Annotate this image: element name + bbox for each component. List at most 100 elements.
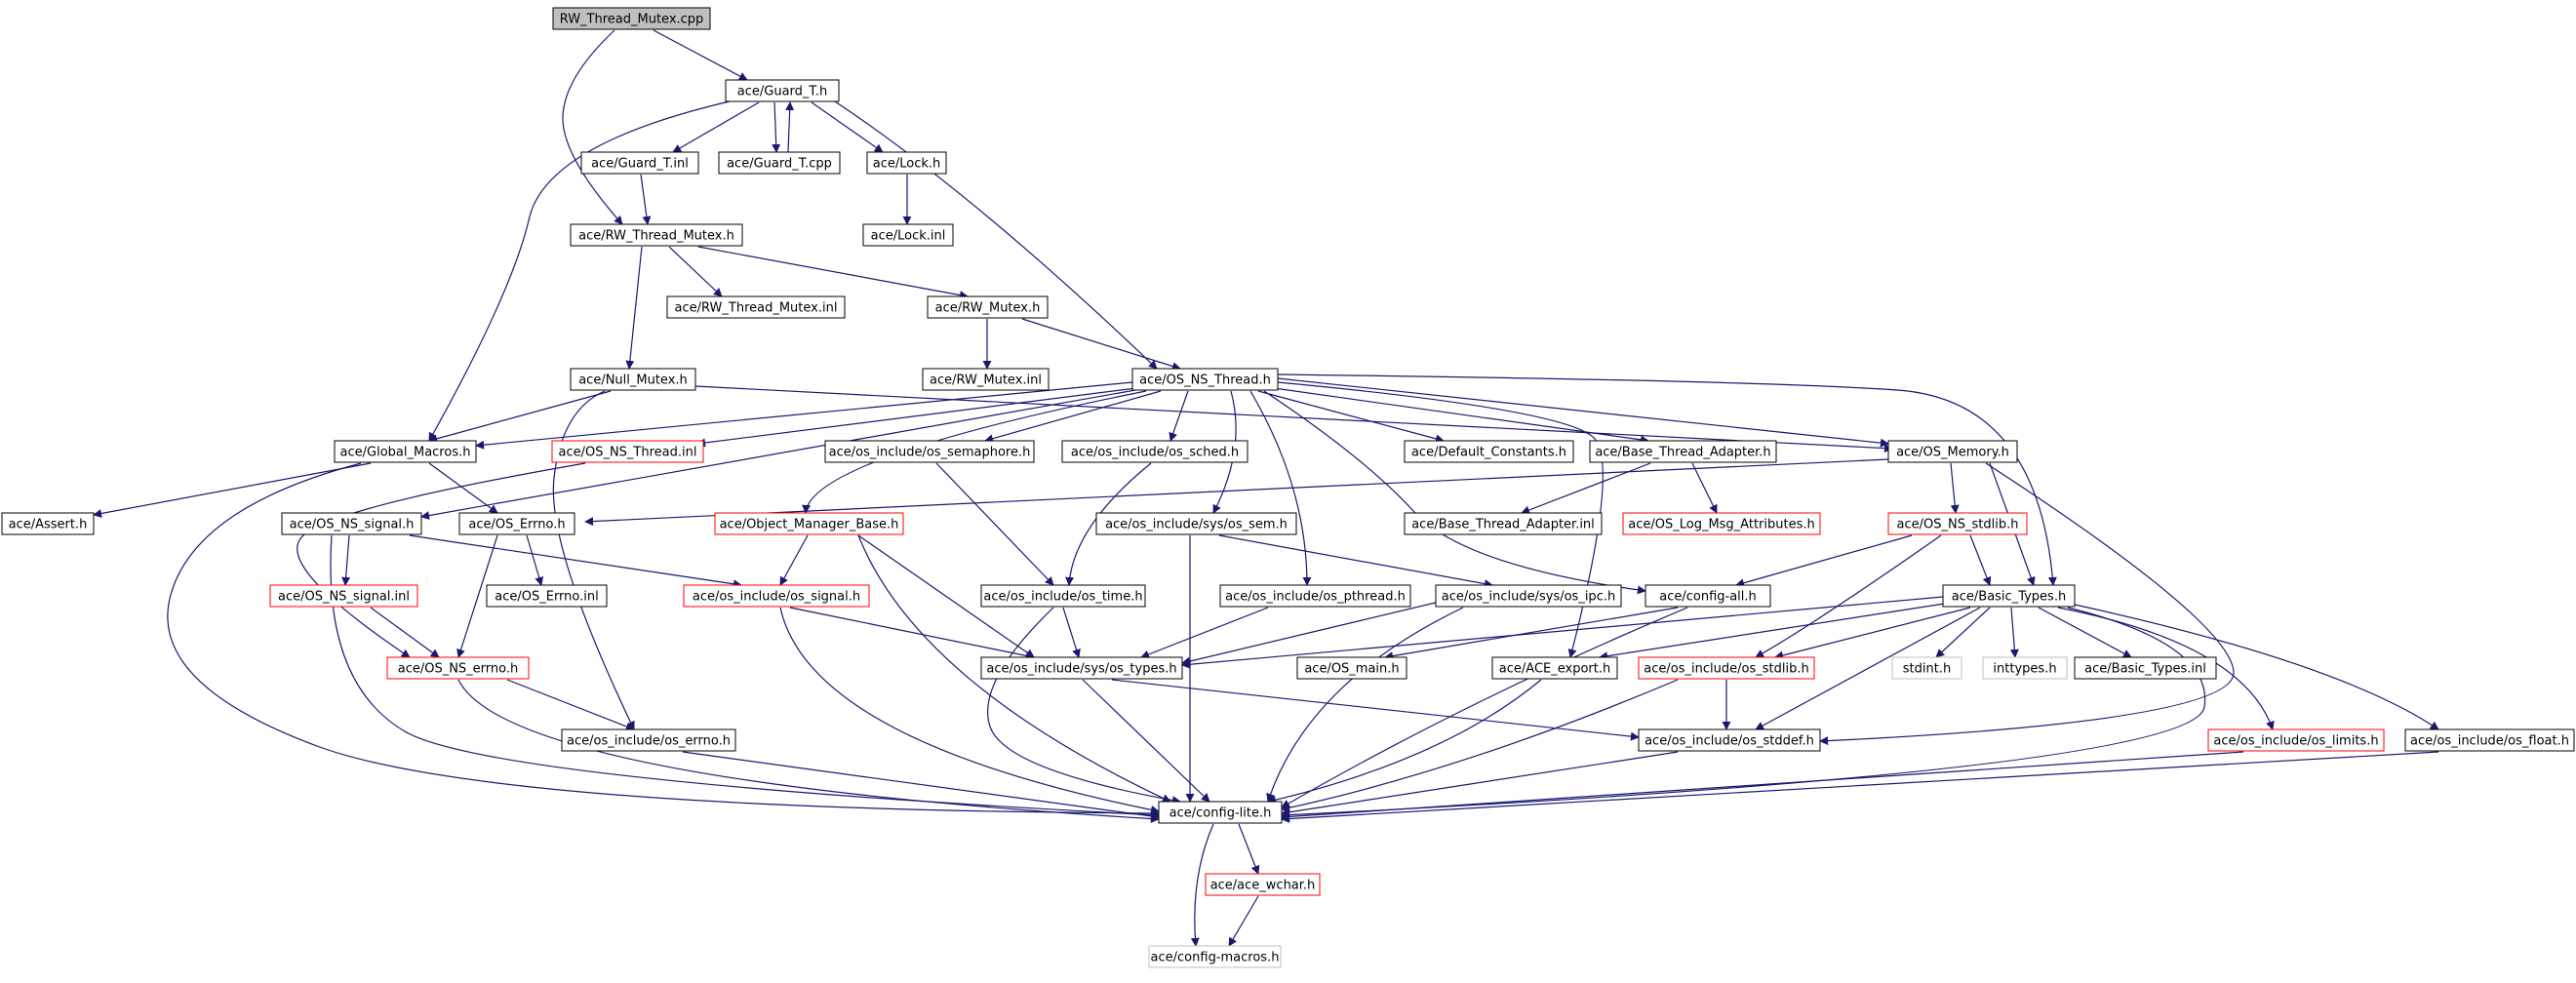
node-os_limits_h: ace/os_include/os_limits.h <box>2207 728 2385 752</box>
edge-guard_t_inl-to-rw_thread_mutex_h <box>640 174 652 225</box>
edge-basic_types_h-to-basic_types_inl <box>2038 607 2132 658</box>
node-label: ace/Guard_T.cpp <box>727 157 832 172</box>
edge-config_lite_h-to-ace_wchar_h <box>1238 823 1260 875</box>
node-label: ace/Assert.h <box>9 518 88 532</box>
node-box <box>1589 440 1777 463</box>
node-box <box>269 584 418 608</box>
node-box <box>1404 512 1603 535</box>
node-base_thread_adapter_h[interactable]: ace/Base_Thread_Adapter.h <box>1589 440 1777 463</box>
edge-os_ns_signal_h-to-os_ns_signal_inl <box>341 534 351 586</box>
edge-os_errno_h-to-os_errno_inl <box>526 534 544 586</box>
node-box <box>1491 656 1618 680</box>
edge-os_types_h-to-os_stddef_h <box>1111 679 1640 741</box>
node-box <box>1645 584 1771 608</box>
node-global_macros_h[interactable]: ace/Global_Macros.h <box>334 440 477 463</box>
edge-os_memory_h-to-os_ns_stdlib_h <box>1950 462 1960 514</box>
node-lock_inl[interactable]: ace/Lock.inl <box>862 223 954 247</box>
node-box <box>2404 728 2575 752</box>
node-box <box>683 584 870 608</box>
node-os_ns_signal_h[interactable]: ace/OS_NS_signal.h <box>281 512 422 535</box>
node-os_types_h[interactable]: ace/os_include/sys/os_types.h <box>980 656 1183 680</box>
node-label: ace/OS_NS_signal.h <box>290 518 415 532</box>
node-guard_t_inl[interactable]: ace/Guard_T.inl <box>580 151 699 175</box>
edge-os_stddef_h-to-config_lite_h <box>1281 751 1679 817</box>
node-os_sem_h[interactable]: ace/os_include/sys/os_sem.h <box>1095 512 1297 535</box>
node-os_errno_h[interactable]: ace/OS_Errno.h <box>458 512 575 535</box>
edge-basic_types_h-to-inttypes_h <box>2009 607 2019 658</box>
node-object_manager_base_h: ace/Object_Manager_Base.h <box>714 512 904 535</box>
node-label: ace/os_include/os_limits.h <box>2213 734 2378 749</box>
node-box <box>486 584 608 608</box>
edge-os_ns_errno_h-to-os_errno_h2 <box>506 679 635 731</box>
node-os_errno_h2[interactable]: ace/os_include/os_errno.h <box>561 728 736 752</box>
node-os_stdlib_h: ace/os_include/os_stdlib.h <box>1638 656 1815 680</box>
node-lock_h[interactable]: ace/Lock.h <box>866 151 947 175</box>
node-ace_wchar_h: ace/ace_wchar.h <box>1205 873 1321 896</box>
node-box <box>561 728 736 752</box>
node-box <box>580 151 699 175</box>
node-os_stddef_h[interactable]: ace/os_include/os_stddef.h <box>1638 728 1821 752</box>
edge-os_ns_thread_h-to-base_thread_adapter_h <box>1273 387 1649 445</box>
node-label: inttypes.h <box>1993 662 2056 677</box>
node-rw_thread_mutex_cpp[interactable]: RW_Thread_Mutex.cpp <box>552 7 711 30</box>
node-ace_export_h[interactable]: ace/ACE_export.h <box>1491 656 1618 680</box>
edge-global_macros_h-to-os_errno_h <box>428 462 498 514</box>
node-guard_t_cpp[interactable]: ace/Guard_T.cpp <box>718 151 841 175</box>
node-config_all_h[interactable]: ace/config-all.h <box>1645 584 1771 608</box>
edge-os_ns_thread_inl-to-os_ns_errno_h <box>297 462 586 658</box>
node-default_constants_h[interactable]: ace/Default_Constants.h <box>1404 440 1574 463</box>
node-base_thread_adapter_inl[interactable]: ace/Base_Thread_Adapter.inl <box>1404 512 1603 535</box>
node-label: ace/os_include/os_pthread.h <box>1225 590 1406 605</box>
node-assert_h[interactable]: ace/Assert.h <box>1 512 95 535</box>
node-os_float_h[interactable]: ace/os_include/os_float.h <box>2404 728 2575 752</box>
node-guard_t_h[interactable]: ace/Guard_T.h <box>725 79 840 102</box>
node-os_ns_errno_h: ace/OS_NS_errno.h <box>386 656 530 680</box>
node-os_time_h[interactable]: ace/os_include/os_time.h <box>980 584 1146 608</box>
node-label: ace/config-all.h <box>1659 590 1757 605</box>
edge-os_ns_signal_h-to-os_signal_h <box>409 534 742 589</box>
edge-guard_t_h-to-os_ns_thread_h <box>834 100 1158 370</box>
node-basic_types_inl[interactable]: ace/Basic_Types.inl <box>2074 656 2217 680</box>
node-rw_thread_mutex_inl[interactable]: ace/RW_Thread_Mutex.inl <box>666 295 846 319</box>
node-null_mutex_h[interactable]: ace/Null_Mutex.h <box>570 368 696 391</box>
node-os_ns_thread_h[interactable]: ace/OS_NS_Thread.h <box>1131 368 1279 391</box>
node-box <box>718 151 841 175</box>
node-os_memory_h[interactable]: ace/OS_Memory.h <box>1887 440 2018 463</box>
node-os_semaphore_h[interactable]: ace/os_include/os_semaphore.h <box>824 440 1035 463</box>
file-nodes: RW_Thread_Mutex.cpp ace/Guard_T.h ace/Guar… <box>1 7 2575 968</box>
edge-os_signal_h-to-config_lite_h <box>779 607 1160 814</box>
node-os_sched_h[interactable]: ace/os_include/os_sched.h <box>1061 440 1248 463</box>
edge-basic_types_h-to-ace_export_h <box>1599 602 1952 661</box>
node-box <box>1131 368 1279 391</box>
edge-os_ipc_h-to-config_lite_h <box>1266 607 1464 803</box>
node-config_lite_h[interactable]: ace/config-lite.h <box>1158 801 1283 824</box>
node-label: ace/os_include/os_signal.h <box>693 590 860 605</box>
node-box <box>552 7 711 30</box>
node-os_pthread_h[interactable]: ace/os_include/os_pthread.h <box>1219 584 1411 608</box>
edge-null_mutex_h-to-os_memory_h <box>694 385 1893 453</box>
edge-os_float_h-to-config_lite_h <box>1281 751 2439 824</box>
node-box <box>570 368 696 391</box>
edge-os_ns_thread_h-to-os_ns_signal_h <box>420 389 1136 521</box>
edge-guard_t_cpp-to-guard_t_h <box>785 101 795 153</box>
node-label: ace/os_include/os_stdlib.h <box>1644 662 1808 677</box>
node-label: stdint.h <box>1903 662 1951 677</box>
node-label: ace/OS_main.h <box>1304 662 1399 677</box>
node-rw_mutex_inl[interactable]: ace/RW_Mutex.inl <box>922 368 1050 391</box>
node-label: ace/OS_NS_errno.h <box>398 662 519 677</box>
node-rw_mutex_h[interactable]: ace/RW_Mutex.h <box>927 295 1049 319</box>
node-label: ace/os_include/os_stddef.h <box>1645 734 1814 749</box>
edge-os_ns_thread_h-to-global_macros_h <box>475 381 1133 450</box>
node-os_main_h[interactable]: ace/OS_main.h <box>1296 656 1407 680</box>
edge-os_time_h-to-os_types_h <box>1062 607 1081 658</box>
node-label: ace/OS_NS_stdlib.h <box>1897 518 2019 532</box>
edge-rw_mutex_h-to-os_ns_thread_h <box>1021 318 1181 371</box>
node-os_errno_inl[interactable]: ace/OS_Errno.inl <box>486 584 608 608</box>
node-box <box>1148 945 1282 968</box>
node-basic_types_h[interactable]: ace/Basic_Types.h <box>1942 584 2076 608</box>
edge-ace_wchar_h-to-config_macros_h <box>1228 895 1259 947</box>
node-label: RW_Thread_Mutex.cpp <box>560 13 704 27</box>
node-rw_thread_mutex_h[interactable]: ace/RW_Thread_Mutex.h <box>570 223 743 247</box>
edge-base_thread_adapter_h-to-base_thread_adapter_inl <box>1521 462 1651 515</box>
node-os_ipc_h[interactable]: ace/os_include/sys/os_ipc.h <box>1435 584 1622 608</box>
